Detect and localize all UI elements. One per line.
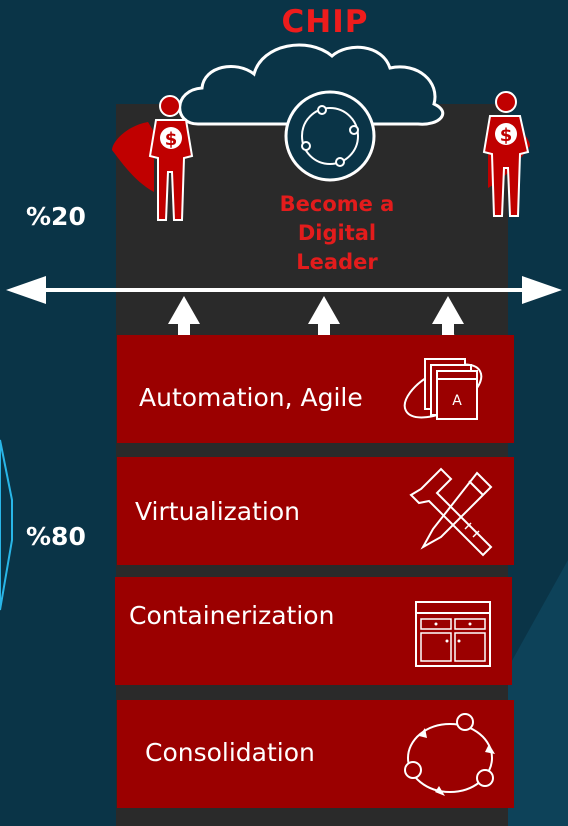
cloud-icon [178,43,445,126]
tagline-line: Become a [279,192,395,216]
layer-label: Virtualization [135,497,300,526]
tagline-line: Digital [297,221,377,245]
diagram-title: CHIP [281,4,369,40]
bracket-line [0,439,13,611]
layer-automation-agile: Automation, Agile A [117,335,514,443]
layer-label: Containerization [129,601,335,630]
tagline-line: Leader [296,250,378,274]
hammer-pencil-icon [409,467,493,557]
svg-text:A: A [452,393,462,409]
cycle-icon [404,713,495,796]
arrows [6,276,562,362]
cycle-circle-icon [284,90,376,182]
layer-label: Consolidation [145,738,315,767]
superhero-left-icon: $ [112,95,194,221]
superhero-right-icon: $ [482,91,530,217]
layer-label: Automation, Agile [139,383,363,412]
layer-virtualization: Virtualization [117,457,514,565]
svg-text:$: $ [165,129,178,150]
svg-text:$: $ [500,125,513,146]
percent-bottom-label: %80 [26,522,86,551]
tagline: Become a Digital Leader [262,190,412,277]
layer-containerization: Containerization [115,577,512,685]
cabinet-icon [415,601,491,667]
stacked-windows-icon: A [403,358,483,420]
percent-top-label: %20 [26,202,86,231]
layer-consolidation: Consolidation [117,700,514,808]
horizontal-double-arrow [6,276,562,304]
